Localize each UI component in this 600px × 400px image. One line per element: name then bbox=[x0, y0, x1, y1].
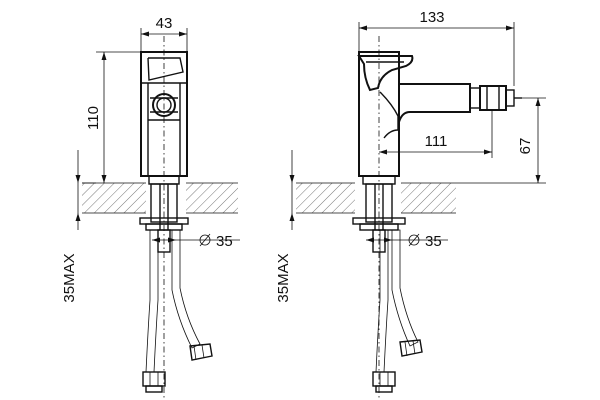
dim-label-133: 133 bbox=[419, 9, 444, 26]
max-dimension-front: 35MAX bbox=[275, 150, 295, 303]
dim-label-35max-side: 35MAX bbox=[61, 253, 78, 302]
mounting-stud-side bbox=[139, 175, 189, 253]
diameter-dimension-front: 35 bbox=[366, 233, 448, 250]
dim-label-111: 111 bbox=[425, 133, 448, 150]
side-view: 43 110 35MAX 35 bbox=[61, 15, 240, 398]
supply-hoses-side bbox=[142, 229, 213, 393]
supply-hoses-front bbox=[372, 229, 423, 393]
dim-label-diameter-side: 35 bbox=[216, 233, 233, 250]
spout-dimension-front: 111 bbox=[379, 110, 493, 158]
dim-label-35max-front: 35MAX bbox=[275, 253, 292, 302]
dim-label-110: 110 bbox=[85, 106, 102, 130]
max-dimension-side: 35MAX bbox=[61, 150, 81, 303]
height-dimension-side: 110 bbox=[82, 51, 141, 184]
dim-label-67: 67 bbox=[517, 138, 534, 155]
dim-label-diameter-front: 35 bbox=[425, 233, 442, 250]
width-dimension-side: 43 bbox=[140, 15, 188, 52]
faucet-body-front bbox=[357, 51, 522, 177]
height-dimension-front: 67 bbox=[456, 97, 546, 184]
front-view: 133 111 67 35MAX bbox=[275, 9, 546, 398]
dim-label-43: 43 bbox=[156, 15, 173, 32]
countertop-front bbox=[296, 182, 456, 214]
diameter-dimension-side: 35 bbox=[152, 233, 240, 250]
width-dimension-front: 133 bbox=[358, 9, 515, 86]
